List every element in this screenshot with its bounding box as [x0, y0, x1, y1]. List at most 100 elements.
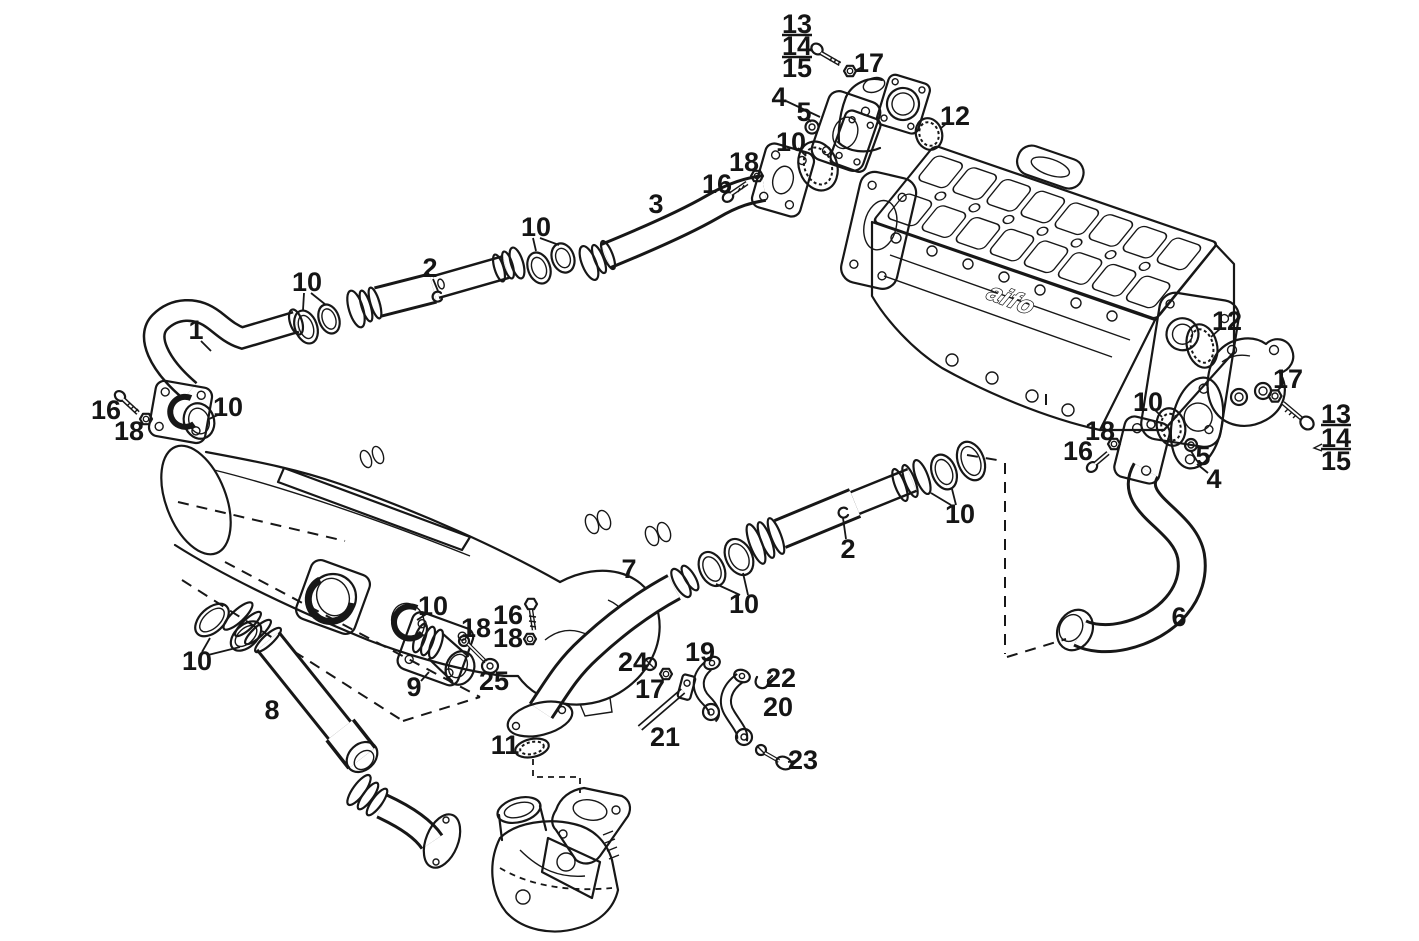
bolt-25 — [457, 634, 500, 675]
part-label-10-33: 10 — [182, 646, 212, 676]
part-label-10-31: 10 — [729, 589, 759, 619]
leader-line — [1153, 408, 1163, 418]
engine-block-right-end — [1098, 243, 1236, 432]
leader-line — [1196, 463, 1209, 474]
part-label-8-34: 8 — [264, 695, 279, 725]
bolt-16 — [1085, 451, 1110, 474]
nut-17 — [658, 667, 674, 681]
pipe-1-group — [113, 298, 305, 445]
leader-line — [854, 66, 863, 72]
flange-9-group — [390, 597, 539, 687]
leader-line — [951, 488, 957, 506]
bolt-13-14-15 — [810, 42, 842, 66]
part-label-16-15: 16 — [91, 395, 121, 425]
leader-line — [420, 671, 430, 682]
part-label-18-40: 18 — [493, 623, 523, 653]
leader-line — [539, 237, 560, 246]
gasket-11 — [514, 737, 550, 759]
block-bolt-row — [890, 232, 1118, 417]
intake-manifold-flange — [840, 170, 918, 290]
assembly-dashed-lines — [177, 394, 1067, 793]
part-label-15-2: 15 — [782, 53, 812, 83]
water-pump — [491, 786, 632, 933]
engine-block-front-face — [870, 220, 1157, 432]
part-label-6-28: 6 — [1171, 602, 1186, 632]
leader-line — [787, 760, 796, 763]
block-end-plate — [1140, 291, 1240, 448]
leader-line — [310, 292, 327, 306]
part-label-17-3: 17 — [854, 48, 884, 78]
part-label-4-4: 4 — [771, 82, 786, 112]
part-label-24-41: 24 — [618, 647, 648, 677]
gasket-12 — [914, 117, 944, 151]
bolt-13-14-15 — [1281, 401, 1315, 431]
flange-4 — [810, 90, 882, 172]
bolt-23 — [754, 743, 793, 771]
screw-24 — [642, 656, 658, 672]
mounting-strap — [276, 466, 472, 552]
bracket-20 — [719, 668, 754, 747]
leader-line — [766, 679, 774, 683]
mounting-pins — [359, 445, 672, 547]
leader-line — [715, 583, 741, 596]
gasket-10 — [797, 140, 839, 192]
nut-18 — [1106, 437, 1122, 451]
flange-4 — [1169, 376, 1225, 470]
pipe-8-group — [194, 601, 462, 869]
part-label-2-30: 2 — [840, 534, 855, 564]
part-label-17-42: 17 — [635, 674, 665, 704]
part-label-12-7: 12 — [940, 101, 970, 131]
nut-17 — [842, 64, 858, 78]
bracket-group — [637, 655, 793, 771]
valve-cover-boss — [1015, 144, 1085, 190]
circlip — [431, 290, 444, 303]
pipe-7-flange — [506, 700, 574, 738]
gasket-10 — [1155, 407, 1187, 447]
sleeve-2-lower — [697, 440, 987, 588]
outlet-boss — [294, 558, 372, 636]
nut-18 — [749, 169, 765, 183]
leader-line — [1210, 327, 1222, 338]
part-label-21-44: 21 — [650, 722, 680, 752]
part-label-5-26: 5 — [1195, 441, 1210, 471]
right-outlet-group — [1055, 323, 1323, 654]
leader-line — [842, 517, 847, 540]
pipe-3-group — [578, 42, 944, 281]
leader-line — [200, 340, 212, 352]
part-label-23-47: 23 — [788, 745, 818, 775]
nut-18 — [138, 412, 154, 426]
sleeve-2-upper — [346, 246, 526, 329]
gear-teeth — [602, 830, 620, 860]
leader-line — [208, 412, 223, 420]
bracket-19 — [692, 655, 721, 723]
leader-line — [742, 572, 749, 596]
part-label-10-10: 10 — [521, 212, 551, 242]
arrow-tick — [1312, 443, 1323, 452]
part-label-15-22: 15 — [1321, 446, 1351, 476]
part-label-9-36: 9 — [406, 672, 421, 702]
gasket-11-alignment-leader — [532, 759, 581, 793]
leader-line — [302, 292, 305, 311]
part-label-18-24: 18 — [1085, 416, 1115, 446]
leader-line — [939, 121, 949, 130]
circlip — [837, 506, 850, 519]
pipe-6-flange — [1113, 415, 1171, 485]
part-label-4-27: 4 — [1206, 464, 1221, 494]
outlet-elbow — [829, 73, 931, 173]
part-label-18-8: 18 — [729, 147, 759, 177]
part-label-20-46: 20 — [763, 692, 793, 722]
part-label-7-32: 7 — [621, 554, 636, 584]
leader-line — [432, 278, 439, 292]
clip-22 — [754, 674, 774, 690]
leader-line — [201, 637, 211, 653]
part-label-16-39: 16 — [493, 600, 523, 630]
heat-exchanger — [160, 444, 672, 717]
bolt-16 — [113, 389, 140, 415]
part-label-2-12: 2 — [422, 253, 437, 283]
part-label-11-48: 11 — [491, 730, 520, 760]
engine-block-deck — [873, 145, 1217, 319]
lower-elbow — [346, 773, 462, 869]
